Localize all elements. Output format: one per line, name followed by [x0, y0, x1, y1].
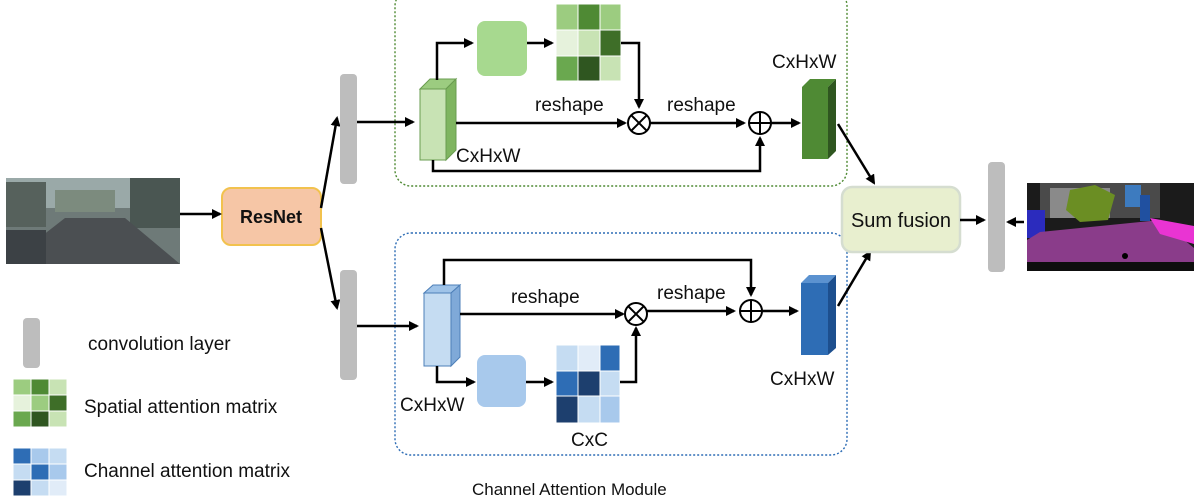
channel-module-caption: Channel Attention Module	[472, 480, 667, 499]
arrow-resnet-to-bottom-conv	[319, 227, 341, 310]
channel-attention-dim: CxC	[571, 430, 608, 451]
conv-layer-bottom	[340, 270, 357, 380]
arrow-spatial-matrix-to-multiply	[621, 41, 644, 109]
legend-conv-label: convolution layer	[88, 334, 231, 355]
channel-output-feature	[801, 275, 836, 355]
channel-reshape-label-1: reshape	[511, 287, 580, 308]
conv-layer-top	[340, 74, 357, 184]
position-reshape-label-2: reshape	[667, 95, 736, 116]
position-output-dim: CxHxW	[772, 52, 836, 73]
sum-fusion-label: Sum fusion	[851, 210, 951, 232]
position-residual-connection	[431, 136, 765, 173]
channel-residual-connection	[442, 258, 756, 297]
input-image	[6, 178, 180, 264]
arrow-channel-to-fusion	[836, 250, 872, 307]
channel-feature-map	[422, 283, 462, 368]
channel-reshape-label-2: reshape	[657, 283, 726, 304]
resnet-block	[221, 187, 322, 246]
legend-spatial-swatch	[12, 378, 68, 428]
arrow-channel-matrix-to-multiply	[620, 326, 641, 384]
legend-channel-swatch	[12, 447, 68, 497]
position-reshape-label-1: reshape	[535, 95, 604, 116]
spatial-attention-matrix	[555, 3, 622, 82]
position-attention-module-box	[394, 0, 848, 187]
segmentation-output-image	[1027, 183, 1194, 271]
arrow-feature-to-green-conv	[435, 38, 474, 80]
position-input-dim: CxHxW	[456, 146, 520, 167]
channel-add-operator	[739, 299, 763, 323]
arrow-feature-to-blue-conv	[435, 366, 476, 387]
position-add-operator	[748, 111, 772, 135]
position-feature-map	[418, 77, 458, 162]
conv-layer-output	[988, 162, 1005, 272]
legend-conv-swatch	[23, 318, 40, 368]
arrow-position-to-fusion	[836, 123, 876, 185]
channel-attention-module-box	[394, 232, 848, 456]
legend-channel-label: Channel attention matrix	[84, 461, 290, 482]
resnet-label: ResNet	[240, 207, 302, 227]
position-multiply-operator	[627, 111, 651, 135]
channel-output-dim: CxHxW	[770, 369, 834, 390]
position-output-feature	[802, 79, 836, 159]
blue-conv-block	[477, 355, 526, 407]
channel-input-dim: CxHxW	[400, 395, 464, 416]
green-conv-block	[477, 21, 527, 76]
channel-multiply-operator	[624, 302, 648, 326]
arrow-resnet-to-top-conv	[319, 116, 341, 209]
legend-spatial-label: Spatial attention matrix	[84, 397, 278, 418]
channel-attention-matrix	[555, 344, 621, 424]
